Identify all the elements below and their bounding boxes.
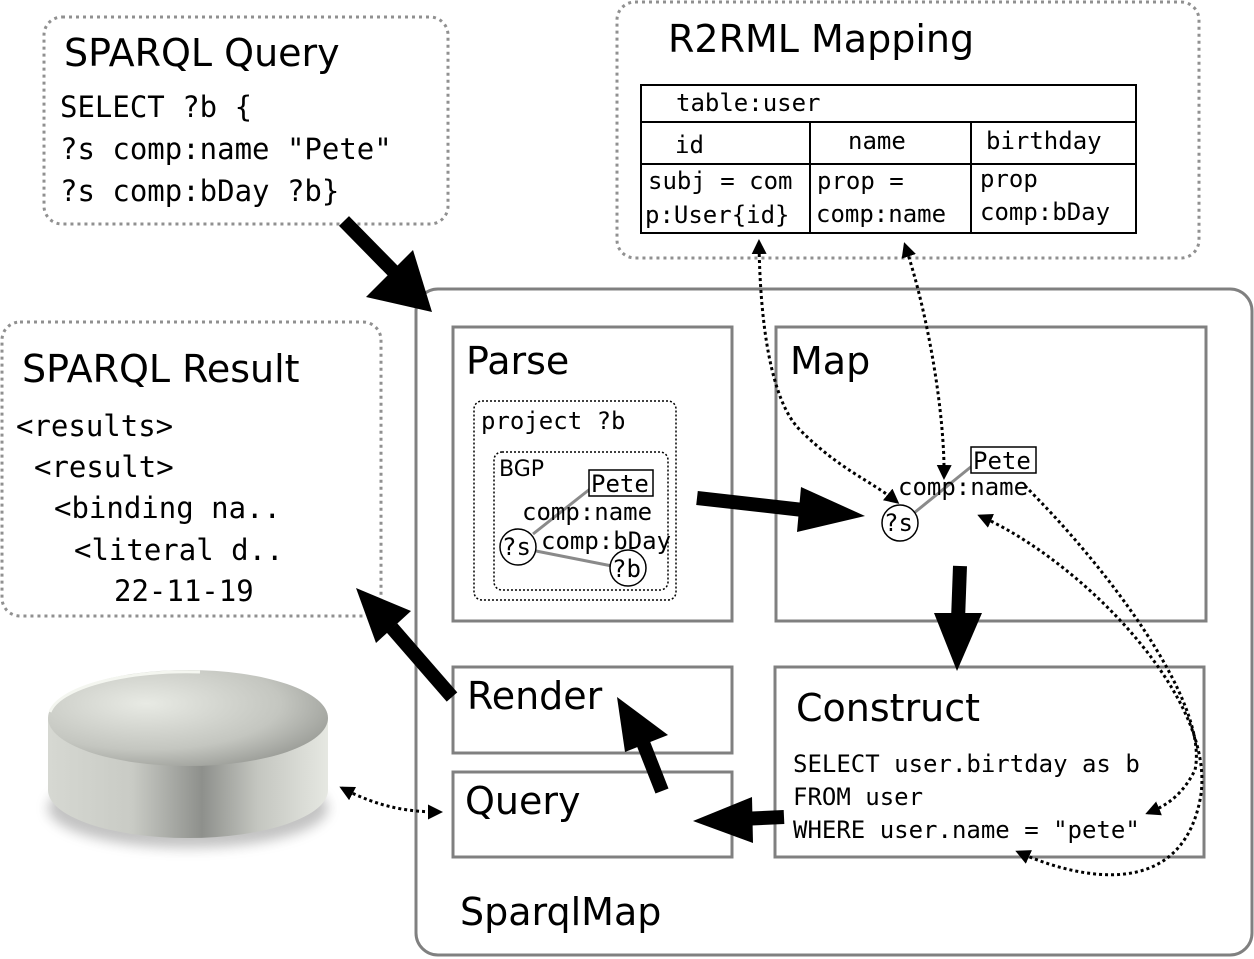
sparql-query-frame [42, 15, 450, 226]
arrow-parse-to-map [696, 487, 865, 532]
node-b [609, 549, 647, 587]
node-pete-label: Pete [591, 470, 649, 498]
r2rml-mapping-box: R2RML Mapping table:user id name birthda… [615, 0, 1201, 260]
r2rml-table-name: table:user [676, 89, 821, 117]
arrow-query-to-render [617, 697, 669, 794]
construct-stage: Construct SELECT user.birtday as b FROM … [773, 665, 1206, 859]
construct-sql-line: FROM user [793, 783, 923, 811]
r2rml-cell: comp:bDay [980, 198, 1110, 226]
sparql-result-box: SPARQL Result <results> <result> <bindin… [0, 320, 383, 618]
sparql-result-frame [0, 320, 383, 618]
sparql-query-line: SELECT ?b { [60, 90, 252, 124]
map-title: Map [790, 339, 870, 383]
r2rml-cell: subj = com [648, 167, 793, 195]
query-title: Query [465, 779, 580, 823]
bgp-scope [493, 451, 669, 591]
node-b-label: ?b [612, 555, 641, 583]
render-title: Render [467, 674, 603, 718]
arrow-query-to-sparqlmap [339, 216, 432, 312]
mapping-links [339, 239, 1204, 877]
r2rml-frame [615, 0, 1201, 260]
construct-title: Construct [796, 686, 980, 730]
sparql-result-line: 22-11-19 [114, 574, 254, 608]
arrow-map-to-construct [934, 565, 982, 671]
r2rml-cell: comp:name [816, 200, 946, 228]
r2rml-column-header: name [848, 127, 906, 155]
map-node-pete-label: Pete [973, 447, 1031, 475]
flow-arrows [339, 216, 982, 843]
project-scope [473, 400, 677, 601]
sparql-query-line: ?s comp:bDay ?b} [60, 174, 339, 208]
link-name-to-where [1023, 484, 1198, 816]
link-name-to-predicate [901, 242, 952, 480]
database-icon [48, 670, 328, 848]
sparql-result-line: <literal d.. [74, 533, 284, 567]
r2rml-column-header: birthday [986, 127, 1102, 155]
node-pete [588, 469, 654, 497]
sparql-result-line: <result> [34, 450, 174, 484]
sparql-query-box: SPARQL Query SELECT ?b { ?s comp:name "P… [42, 15, 450, 226]
link-map-to-construct [977, 513, 1204, 877]
map-node-s-label: ?s [884, 509, 913, 537]
r2rml-cell: prop [980, 165, 1038, 193]
project-label: project ?b [481, 407, 626, 435]
arrow-construct-to-query [693, 797, 785, 843]
sparql-result-line: <binding na.. [54, 491, 281, 525]
map-node-s [881, 504, 919, 542]
arrow-render-to-result [356, 588, 458, 702]
map-edge-name-label: comp:name [898, 473, 1028, 501]
bgp-label: BGP [499, 457, 544, 482]
sparql-query-title: SPARQL Query [64, 31, 340, 75]
sparqlmap-label: SparqlMap [460, 890, 661, 934]
edge-bday-label: comp:bDay [541, 527, 671, 555]
r2rml-table [640, 84, 1137, 234]
node-s-label: ?s [502, 533, 531, 561]
parse-stage: Parse project ?b BGP Pete comp:name comp… [451, 325, 734, 623]
edge-bday [535, 549, 613, 568]
parse-title: Parse [466, 339, 569, 383]
edge-name [532, 487, 591, 536]
render-stage: Render [451, 665, 734, 755]
map-stage: Map Pete comp:name ?s [774, 325, 1208, 623]
map-edge-name [913, 464, 973, 515]
node-s [499, 528, 537, 566]
r2rml-cell: p:User{id} [645, 201, 790, 229]
r2rml-column-header: id [675, 131, 704, 159]
map-node-pete [970, 446, 1037, 474]
sparql-result-title: SPARQL Result [22, 347, 300, 391]
edge-name-label: comp:name [522, 498, 652, 526]
sparql-result-line: <results> [16, 409, 173, 443]
sparqlmap-container: SparqlMap [414, 287, 1254, 957]
link-database-to-query [339, 786, 443, 820]
sparql-query-line: ?s comp:name "Pete" [60, 132, 392, 166]
construct-sql-line: SELECT user.birtday as b [793, 750, 1140, 778]
r2rml-title: R2RML Mapping [668, 17, 974, 61]
query-stage: Query [451, 770, 734, 859]
r2rml-cell: prop = [817, 167, 904, 195]
construct-sql-line: WHERE user.name = "pete" [793, 816, 1140, 844]
